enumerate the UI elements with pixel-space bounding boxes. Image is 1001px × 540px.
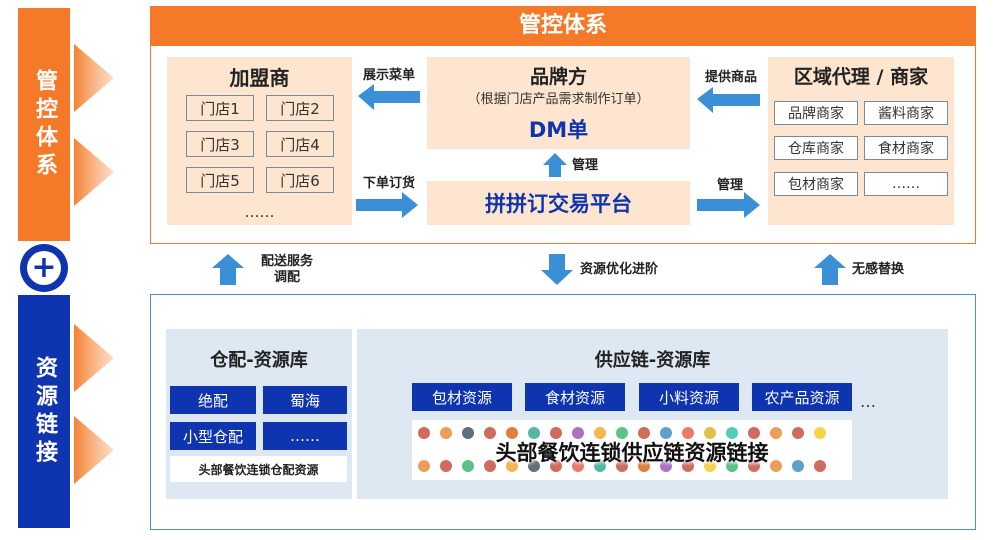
store-3: 门店3 <box>186 131 254 157</box>
dm-order: DM单 <box>528 118 589 142</box>
label-place-order: 下单订货 <box>362 176 415 191</box>
arrow-up-icon <box>814 254 846 285</box>
regional-brand-merchant: 品牌商家 <box>774 101 858 125</box>
warehouse-item-juepei: 绝配 <box>170 386 256 414</box>
brand-logos-decor <box>418 427 826 472</box>
warehouse-item-more: …… <box>263 422 347 450</box>
arrow-up-icon <box>543 153 567 177</box>
arrow-right-icon <box>356 192 418 218</box>
label-seamless: 无感替换 <box>852 262 905 277</box>
warehouse-title: 仓配-资源库 <box>210 350 308 371</box>
brand-title: 品牌方 <box>529 66 587 88</box>
arrow-left-icon <box>358 84 420 110</box>
top-section-header: 管控体系 <box>150 6 976 46</box>
regional-ingredient-merchant: 食材商家 <box>864 136 948 160</box>
store-4: 门店4 <box>266 131 334 157</box>
warehouse-item-small: 小型仓配 <box>170 422 256 450</box>
supply-banner: 头部餐饮连锁供应链资源链接 <box>495 441 769 465</box>
left-bar-resource-label: 资源链接 <box>32 355 57 468</box>
brand-subtitle: （根据门店产品需求制作订单） <box>467 92 650 107</box>
franchise-more: …… <box>244 203 275 221</box>
regional-packaging-merchant: 包材商家 <box>774 172 858 196</box>
store-1: 门店1 <box>186 95 254 121</box>
warehouse-caption: 头部餐饮连锁仓配资源 <box>170 456 347 482</box>
warehouse-item-shuhai: 蜀海 <box>263 386 347 414</box>
arrow-up-icon <box>212 254 244 285</box>
supply-item-ingredients: 食材资源 <box>525 383 625 411</box>
store-5: 门店5 <box>186 167 254 193</box>
supply-item-condiments: 小料资源 <box>639 383 739 411</box>
regional-more: …… <box>864 172 948 196</box>
label-manage-up: 管理 <box>572 158 599 173</box>
arrow-right-icon <box>697 192 760 218</box>
left-bar-control-label: 管控体系 <box>32 68 57 181</box>
chevron-right-icon <box>74 324 114 392</box>
franchise-title: 加盟商 <box>229 66 290 90</box>
chevron-arrows-decor <box>74 44 114 484</box>
left-bar-control-system: 管控体系 <box>18 8 70 241</box>
chevron-right-icon <box>74 416 114 484</box>
logo-strip: 头部餐饮连锁供应链资源链接 <box>412 420 852 480</box>
supply-item-agricultural: 农产品资源 <box>752 383 852 411</box>
label-manage-right: 管理 <box>716 178 743 193</box>
label-provide-goods: 提供商品 <box>704 70 757 85</box>
top-arrows <box>212 84 846 285</box>
left-bar-resource-link: 资源链接 <box>18 295 70 528</box>
label-delivery: 配送服务调配 <box>260 254 313 285</box>
chevron-right-icon <box>74 44 114 112</box>
arrow-down-icon <box>541 254 573 285</box>
supply-title: 供应链-资源库 <box>594 350 711 371</box>
arrow-left-icon <box>697 87 760 113</box>
regional-warehouse-merchant: 仓库商家 <box>774 136 858 160</box>
plus-sign: + <box>31 250 57 285</box>
store-6: 门店6 <box>266 167 334 193</box>
brand-panel <box>427 57 690 149</box>
store-2: 门店2 <box>266 95 334 121</box>
top-section-title: 管控体系 <box>518 13 607 38</box>
platform-panel: 拼拼订交易平台 <box>427 181 690 225</box>
plus-circle-icon: + <box>20 244 68 292</box>
supply-more: … <box>860 392 876 411</box>
label-optimize: 资源优化进阶 <box>580 262 659 277</box>
chevron-right-icon <box>74 138 114 206</box>
supply-item-packaging: 包材资源 <box>412 383 512 411</box>
regional-title: 区域代理 / 商家 <box>793 66 929 88</box>
regional-sauce-merchant: 酱料商家 <box>864 101 948 125</box>
platform-name: 拼拼订交易平台 <box>485 192 632 216</box>
label-show-menu: 展示菜单 <box>362 68 415 83</box>
